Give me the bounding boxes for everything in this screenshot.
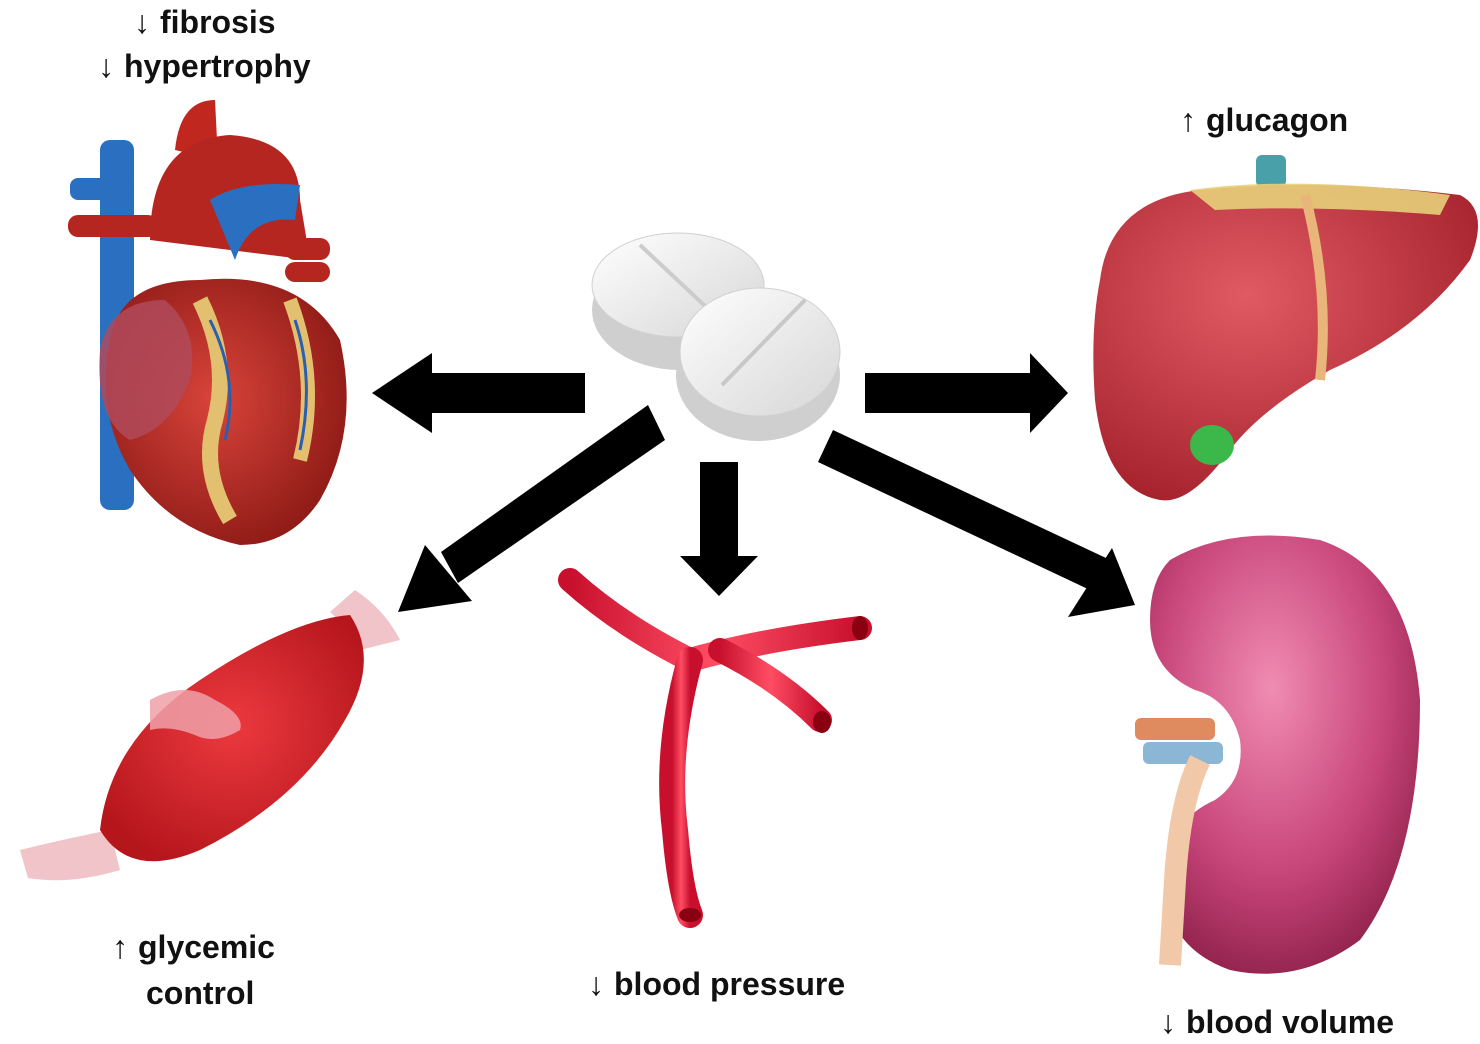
decrease-arrow-symbol: ↓ [134, 4, 150, 40]
hypertrophy-text: hypertrophy [124, 48, 311, 84]
blood-vessel-icon [570, 580, 868, 922]
arrow-to-liver [865, 353, 1068, 433]
arrow-to-vessel [680, 462, 758, 596]
blood-volume-text: blood volume [1186, 1004, 1394, 1040]
blood-pressure-text: blood pressure [614, 966, 845, 1002]
increase-arrow-symbol: ↑ [112, 929, 128, 965]
muscle-icon [20, 590, 400, 880]
heart-icon [68, 100, 347, 545]
control-text: control [112, 970, 275, 1016]
liver-effect-label: ↑ glucagon [1180, 98, 1348, 142]
vessel-effect-label: ↓ blood pressure [588, 962, 845, 1006]
decrease-arrow-symbol: ↓ [588, 966, 604, 1002]
tablets-icon [592, 233, 840, 441]
arrow-to-heart [372, 353, 585, 433]
muscle-effect-label: ↑ glycemic control [112, 924, 275, 1016]
decrease-arrow-symbol: ↓ [1160, 1004, 1176, 1040]
decrease-arrow-symbol: ↓ [98, 48, 114, 84]
glycemic-text: glycemic [138, 929, 275, 965]
liver-icon [1093, 155, 1478, 500]
heart-effect-label: ↓ fibrosis ↓ hypertrophy [98, 0, 311, 88]
kidney-effect-label: ↓ blood volume [1160, 1000, 1394, 1044]
increase-arrow-symbol: ↑ [1180, 102, 1196, 138]
arrow-to-muscle [398, 405, 665, 612]
fibrosis-text: fibrosis [160, 4, 276, 40]
kidney-icon [1135, 536, 1420, 974]
arrow-to-kidney [818, 430, 1135, 617]
glucagon-text: glucagon [1206, 102, 1348, 138]
